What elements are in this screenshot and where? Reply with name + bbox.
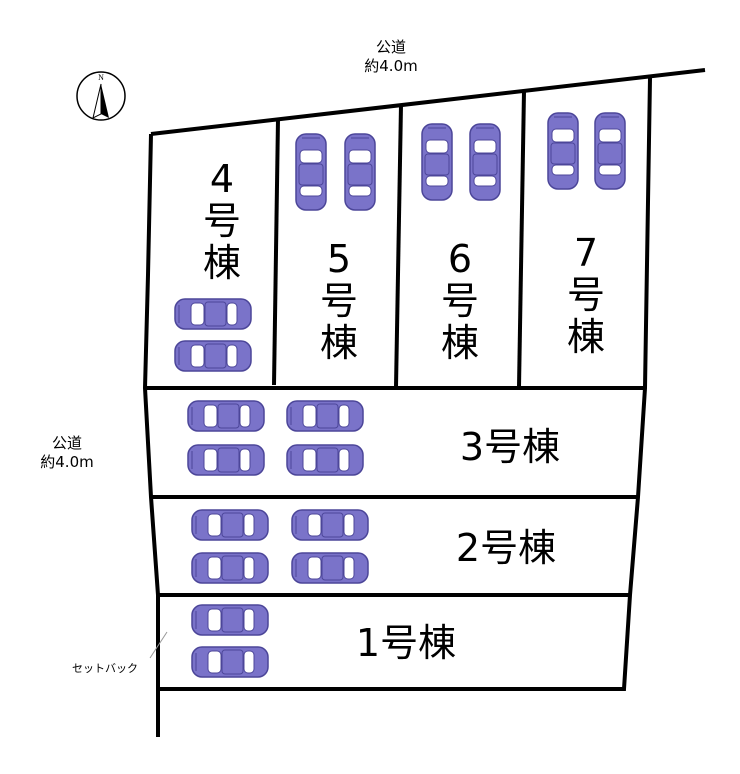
east-boundary [158,77,652,691]
divider-4-5 [272,118,280,386]
setback-leader [149,631,168,659]
lot-1-text: 1号棟 [355,621,457,665]
lot-2-text: 2号棟 [455,526,557,570]
divider-6-7 [517,90,526,388]
north-arrow-icon: N [76,71,126,121]
car-icon [187,400,265,432]
car-icon [344,133,376,211]
car-icon [594,112,626,190]
west-road-type: 公道 [51,434,82,452]
lot-3-label: 3号棟 [440,426,580,468]
car-icon [295,133,327,211]
lot-2-label: 2号棟 [436,527,576,569]
compass-letter: N [98,73,104,82]
car-icon [191,604,269,636]
north-road-width: 約4.0m [364,57,418,75]
car-icon [191,509,269,541]
car-icon [286,400,364,432]
car-icon [174,340,252,372]
car-icon [174,298,252,330]
car-icon [291,509,369,541]
car-icon [191,552,269,584]
lot-3-text: 3号棟 [459,425,561,469]
car-icon [547,112,579,190]
outer-boundary [150,68,706,136]
west-road-label: 公道 約4.0m [22,434,112,472]
north-road-label: 公道 約4.0m [346,38,436,76]
car-icon [421,123,453,201]
car-icon [187,444,265,476]
west-boundary [142,133,160,737]
divider-5-6 [394,104,403,388]
car-icon [291,552,369,584]
lot-boundaries [142,68,706,737]
parking-cars [174,112,626,678]
car-icon [286,444,364,476]
west-road-width: 約4.0m [40,453,94,471]
car-icon [191,646,269,678]
car-icon [469,123,501,201]
north-road-type: 公道 [375,38,406,56]
lot-1-label: 1号棟 [336,622,476,664]
setback-label: セットバック [72,662,138,675]
